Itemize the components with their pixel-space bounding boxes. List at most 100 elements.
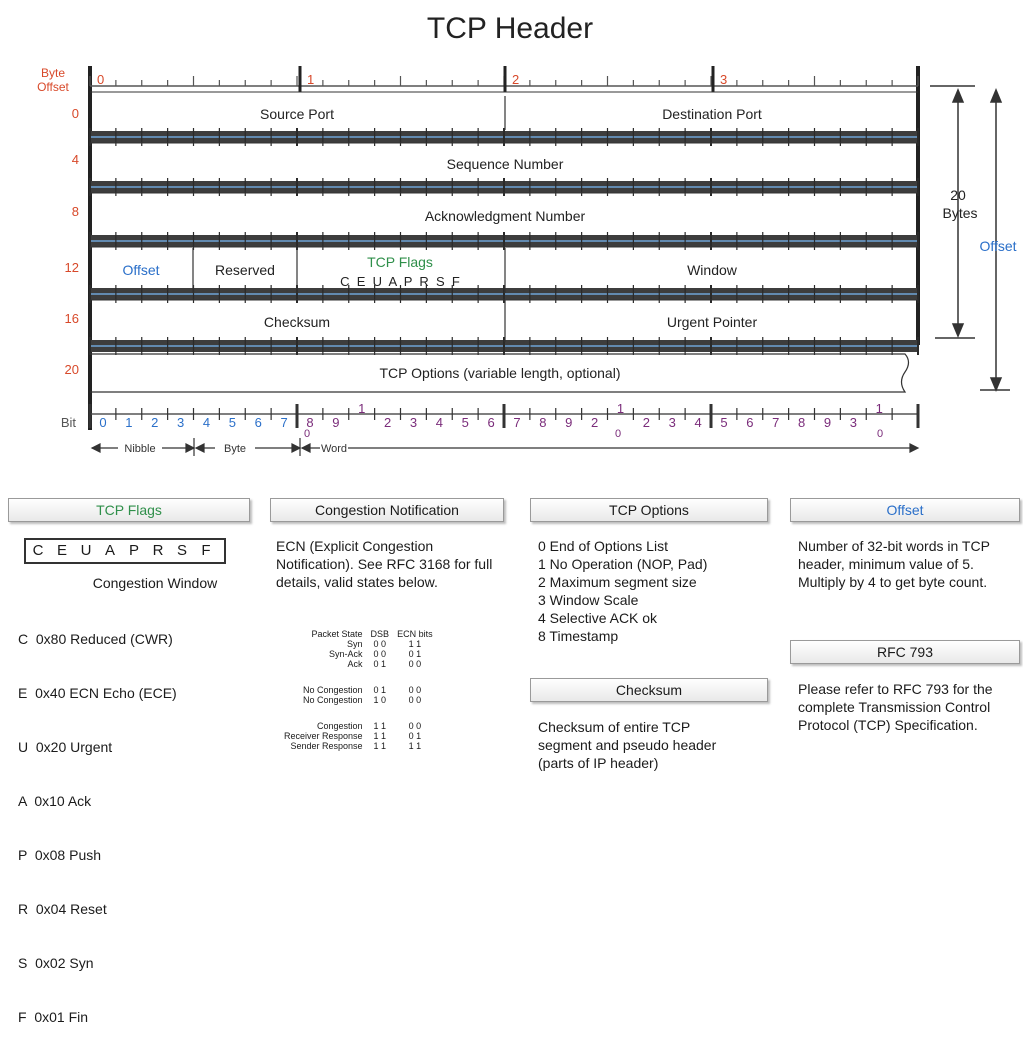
field-offset: Offset: [122, 262, 159, 278]
ecn-cell: No Congestion: [280, 695, 367, 705]
bit-label: Bit: [61, 415, 77, 430]
bit-number: 4: [694, 415, 701, 430]
bit-number: 2: [151, 415, 158, 430]
row-offset: 0: [72, 106, 79, 121]
panel-header-rfc: RFC 793: [790, 640, 1020, 664]
flag-item: P 0x08 Push: [18, 846, 258, 864]
ecn-cell: 1 0: [367, 695, 394, 705]
bit-number: 8: [798, 415, 805, 430]
byte-number: 1: [307, 72, 314, 87]
congestion-text: ECN (Explicit Congestion Notification). …: [276, 537, 496, 591]
side-twenty: 20: [950, 187, 966, 203]
ecn-cell: 0 0: [393, 721, 437, 731]
ecn-cell: 0 1: [393, 731, 437, 741]
ecn-cell: 1 1: [367, 721, 394, 731]
ecn-col-header: Packet State: [280, 629, 367, 639]
flag-item: F 0x01 Fin: [18, 1008, 258, 1026]
row-offset: 20: [65, 362, 79, 377]
bit-number: 1: [617, 401, 624, 416]
row-separator-bar: [90, 337, 918, 355]
panel-header-tcp-options: TCP Options: [530, 498, 768, 522]
options-list: 0 End of Options List 1 No Operation (NO…: [538, 537, 768, 645]
bit-number: 2: [591, 415, 598, 430]
flag-letter: C: [26, 540, 50, 562]
bit-number: 5: [720, 415, 727, 430]
flag-item: S 0x02 Syn: [18, 954, 258, 972]
ecn-cell: 1 1: [393, 741, 437, 751]
table-row: Syn-Ack0 00 1: [280, 649, 437, 659]
ecn-cell: Syn-Ack: [280, 649, 367, 659]
flag-item: A 0x10 Ack: [18, 792, 258, 810]
ecn-col-header: DSB: [367, 629, 394, 639]
flag-letter: R: [146, 540, 170, 562]
flag-letter: E: [50, 540, 74, 562]
bit-number: 7: [513, 415, 520, 430]
flag-item: U 0x20 Urgent: [18, 738, 258, 756]
bit-number: 9: [565, 415, 572, 430]
byte-number: 2: [512, 72, 519, 87]
ecn-cell: Congestion: [280, 721, 367, 731]
flag-item: C 0x80 Reduced (CWR): [18, 630, 258, 648]
flag-item: E 0x40 ECN Echo (ECE): [18, 684, 258, 702]
bit-number: 0: [99, 415, 106, 430]
option-item: 2 Maximum segment size: [538, 573, 768, 591]
bit-number: 1: [876, 401, 883, 416]
option-item: 0 End of Options List: [538, 537, 768, 555]
bit-tens: 0: [304, 428, 310, 440]
bit-number: 2: [643, 415, 650, 430]
ecn-cell: 0 0: [393, 659, 437, 669]
congestion-window-title: Congestion Window: [60, 574, 250, 592]
scale-nibble: Nibble: [124, 443, 155, 455]
bottom-ruler-ticks: [90, 404, 918, 428]
field-urgent-pointer: Urgent Pointer: [667, 314, 758, 330]
flag-letter: A: [98, 540, 122, 562]
flag-letter: U: [74, 540, 98, 562]
bit-number: 9: [332, 415, 339, 430]
field-window: Window: [687, 262, 738, 278]
flag-letter: P: [122, 540, 146, 562]
row-offset: 4: [72, 152, 79, 167]
ecn-cell: 1 1: [367, 741, 394, 751]
side-bytes: Bytes: [942, 205, 977, 221]
bit-number: 1: [358, 401, 365, 416]
panel-header-offset: Offset: [790, 498, 1020, 522]
scale-arrows: [92, 438, 918, 456]
ecn-cell: 0 1: [367, 685, 394, 695]
flag-letter: F: [194, 540, 218, 562]
ecn-cell: Ack: [280, 659, 367, 669]
ecn-cell: 0 0: [367, 639, 394, 649]
ecn-cell: Receiver Response: [280, 731, 367, 741]
bit-number: 6: [746, 415, 753, 430]
option-item: 1 No Operation (NOP, Pad): [538, 555, 768, 573]
ecn-cell: 1 1: [367, 731, 394, 741]
ecn-cell: 1 1: [393, 639, 437, 649]
flag-letter: S: [170, 540, 194, 562]
bit-number: 3: [669, 415, 676, 430]
bit-number: 5: [229, 415, 236, 430]
bit-number: 4: [203, 415, 210, 430]
flag-item: R 0x04 Reset: [18, 900, 258, 918]
bit-number: 6: [487, 415, 494, 430]
bit-number: 3: [850, 415, 857, 430]
table-row: Receiver Response1 10 1: [280, 731, 437, 741]
field-acknowledgment-number: Acknowledgment Number: [425, 208, 586, 224]
bit-number: 7: [772, 415, 779, 430]
bit-number: 6: [255, 415, 262, 430]
bit-number: 7: [280, 415, 287, 430]
ecn-cell: Syn: [280, 639, 367, 649]
side-offset: Offset: [979, 238, 1016, 254]
bit-number: 5: [462, 415, 469, 430]
ecn-cell: 0 0: [393, 695, 437, 705]
option-item: 8 Timestamp: [538, 627, 768, 645]
bit-tens: 0: [877, 428, 883, 440]
table-row: [280, 669, 437, 685]
panel-header-checksum: Checksum: [530, 678, 768, 702]
scale-byte: Byte: [224, 443, 246, 455]
ecn-cell: No Congestion: [280, 685, 367, 695]
